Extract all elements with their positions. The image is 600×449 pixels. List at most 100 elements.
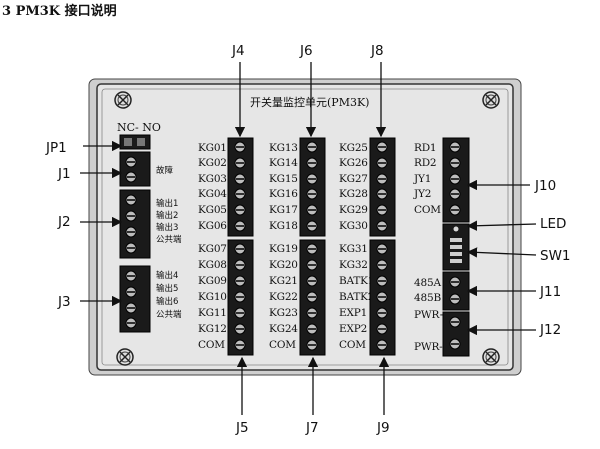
- dip-switch: [450, 238, 462, 242]
- board-title: 开关量监控单元(PM3K): [250, 95, 369, 109]
- j2-label: 输出3: [156, 222, 178, 233]
- connector-j11: [442, 271, 470, 311]
- callout-j9: J9: [376, 420, 390, 436]
- kg-label: KG25: [339, 142, 368, 154]
- j1-fault-label: 故障: [156, 165, 174, 176]
- callout-led: LED: [540, 216, 566, 232]
- kg-label: KG20: [269, 259, 298, 271]
- connector-j4: [227, 137, 254, 237]
- kg-label: KG26: [339, 157, 368, 169]
- kg-label: EXP1: [339, 307, 367, 319]
- kg-label: KG04: [198, 188, 227, 200]
- kg-label: KG01: [198, 142, 227, 154]
- right-label: JY1: [413, 173, 431, 185]
- right-label: RD2: [414, 157, 436, 169]
- jumper-pin: [124, 138, 132, 146]
- kg-label: KG09: [198, 275, 227, 287]
- j3-label: 输出5: [156, 283, 178, 294]
- kg-label: KG23: [269, 307, 298, 319]
- kg-label: KG22: [269, 291, 298, 303]
- kg-label: KG24: [269, 323, 298, 335]
- connector-j8: [369, 137, 396, 237]
- kg-label: KG12: [198, 323, 227, 335]
- kg-label: KG08: [198, 259, 227, 271]
- right-label: PWR+: [414, 309, 448, 321]
- connector-j3: [119, 265, 151, 333]
- j3-label: 输出6: [156, 296, 178, 307]
- j3-label: 输出4: [156, 270, 178, 281]
- jumper-label: NC- NO: [117, 121, 161, 134]
- kg-label: KG11: [198, 307, 227, 319]
- callout-j6: J6: [299, 43, 313, 59]
- kg-label: KG29: [339, 204, 368, 216]
- kg-label: KG03: [198, 173, 227, 185]
- callout-jp1: JP1: [45, 140, 67, 156]
- callout-j7: J7: [305, 420, 319, 436]
- dip-switch: [450, 252, 462, 256]
- callout-j1: J1: [57, 166, 71, 182]
- kg-label: BATK2: [339, 291, 374, 303]
- right-label: 485A: [414, 277, 441, 289]
- connector-j7: [299, 239, 326, 356]
- callout-j8: J8: [370, 43, 384, 59]
- kg-label: KG27: [339, 173, 368, 185]
- kg-label: KG05: [198, 204, 227, 216]
- arrow-led: [466, 220, 537, 231]
- connector-j2: [119, 189, 151, 259]
- kg-label: KG13: [269, 142, 298, 154]
- connector-j10: [442, 137, 470, 223]
- callout-sw1: SW1: [540, 248, 571, 264]
- jumper-pin: [137, 138, 145, 146]
- callout-j11: J11: [539, 284, 561, 300]
- connector-j6: [299, 137, 326, 237]
- kg-label: KG18: [269, 220, 298, 232]
- panel-inner-border: [101, 88, 509, 366]
- kg-label: KG07: [198, 243, 227, 255]
- kg-label: KG28: [339, 188, 368, 200]
- kg-label: KG31: [339, 243, 368, 255]
- right-label: 485B: [414, 292, 441, 304]
- dip-switch: [450, 245, 462, 249]
- kg-label: KG10: [198, 291, 227, 303]
- connector-j9: [369, 239, 396, 356]
- kg-label: KG16: [269, 188, 298, 200]
- j2-label: 公共端: [156, 234, 182, 245]
- connector-j12: [442, 311, 470, 357]
- led-indicator: [453, 226, 459, 232]
- kg-label: KG14: [269, 157, 298, 169]
- kg-label: KG32: [339, 259, 368, 271]
- kg-label: KG15: [269, 173, 298, 185]
- callout-j2: J2: [57, 214, 71, 230]
- page-title: 3 PM3K 接口说明: [2, 3, 117, 19]
- callout-j5: J5: [235, 420, 249, 436]
- kg-label: KG06: [198, 220, 227, 232]
- kg-label: COM: [198, 339, 225, 351]
- callout-j10: J10: [534, 178, 556, 194]
- j2-label: 输出2: [156, 210, 178, 221]
- right-label: PWR-: [414, 341, 443, 353]
- right-label: JY2: [413, 188, 431, 200]
- callout-j12: J12: [539, 322, 561, 338]
- screw-icon: [116, 348, 134, 366]
- kg-label: BATK1: [339, 275, 374, 287]
- callout-j4: J4: [231, 43, 245, 59]
- kg-label: KG17: [269, 204, 298, 216]
- screw-icon: [482, 91, 500, 109]
- callout-j3: J3: [57, 294, 71, 310]
- kg-label: COM: [269, 339, 296, 351]
- kg-label: KG19: [269, 243, 298, 255]
- kg-label: EXP2: [339, 323, 367, 335]
- kg-label: KG21: [269, 275, 298, 287]
- right-label: COM: [414, 204, 441, 216]
- right-label: RD1: [414, 142, 436, 154]
- j3-label: 公共端: [156, 309, 182, 320]
- kg-label: KG30: [339, 220, 368, 232]
- dip-switch: [450, 259, 462, 263]
- screw-icon: [114, 91, 132, 109]
- kg-label: COM: [339, 339, 366, 351]
- j2-label: 输出1: [156, 198, 178, 209]
- connector-j1: [119, 151, 151, 187]
- connector-j5: [227, 239, 254, 356]
- led-sw1-block: [442, 223, 470, 271]
